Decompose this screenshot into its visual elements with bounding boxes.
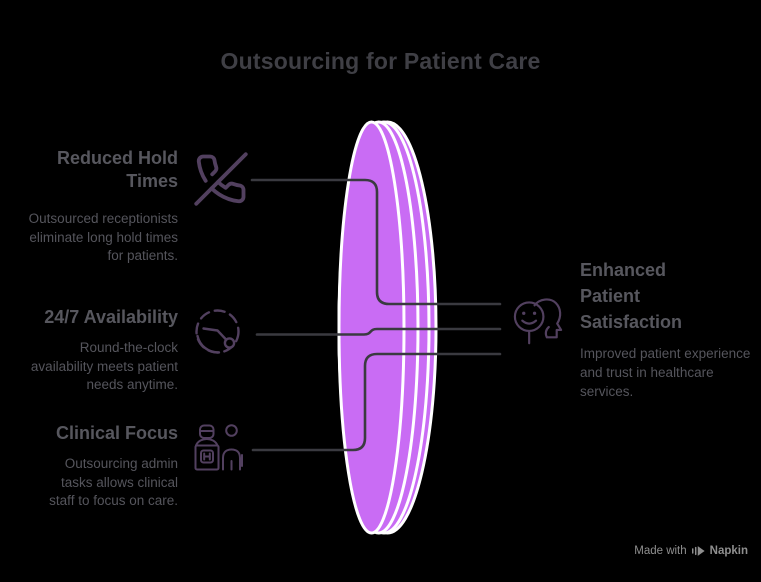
connector-clinical-focus xyxy=(251,352,502,452)
central-ellipse xyxy=(337,120,438,535)
clinical-staff-icon xyxy=(194,424,243,471)
ellipse-layer-1 xyxy=(337,120,406,535)
item-heading-availability: 24/7 Availability xyxy=(44,307,178,327)
item-description-availability: Round-the-clock availability meets patie… xyxy=(30,340,178,392)
patient-smile-head-icon xyxy=(513,298,563,345)
made-with-label: Made with xyxy=(634,545,687,557)
item-heading-clinical-focus: Clinical Focus xyxy=(55,423,178,443)
item-heading-patient-satisfaction: Enhanced Patient Satisfaction xyxy=(580,260,683,332)
page-title: Outsourcing for Patient Care xyxy=(220,48,541,74)
connector-reduced-hold-times xyxy=(250,178,502,306)
connector-availability xyxy=(255,327,502,336)
clock-icon xyxy=(195,309,240,354)
napkin-badge[interactable]: Made with Napkin xyxy=(634,545,748,557)
item-description-reduced-hold-times: Outsourced receptionists eliminate long … xyxy=(28,211,178,263)
item-description-patient-satisfaction: Improved patient experience and trust in… xyxy=(580,346,751,399)
item-description-clinical-focus: Outsourcing admin tasks allows clinical … xyxy=(49,456,178,508)
item-heading-reduced-hold-times: Reduced Hold Times xyxy=(56,148,178,191)
napkin-brand-label: Napkin xyxy=(709,545,748,557)
phone-off-icon xyxy=(194,152,248,206)
napkin-logo-icon xyxy=(691,546,705,556)
